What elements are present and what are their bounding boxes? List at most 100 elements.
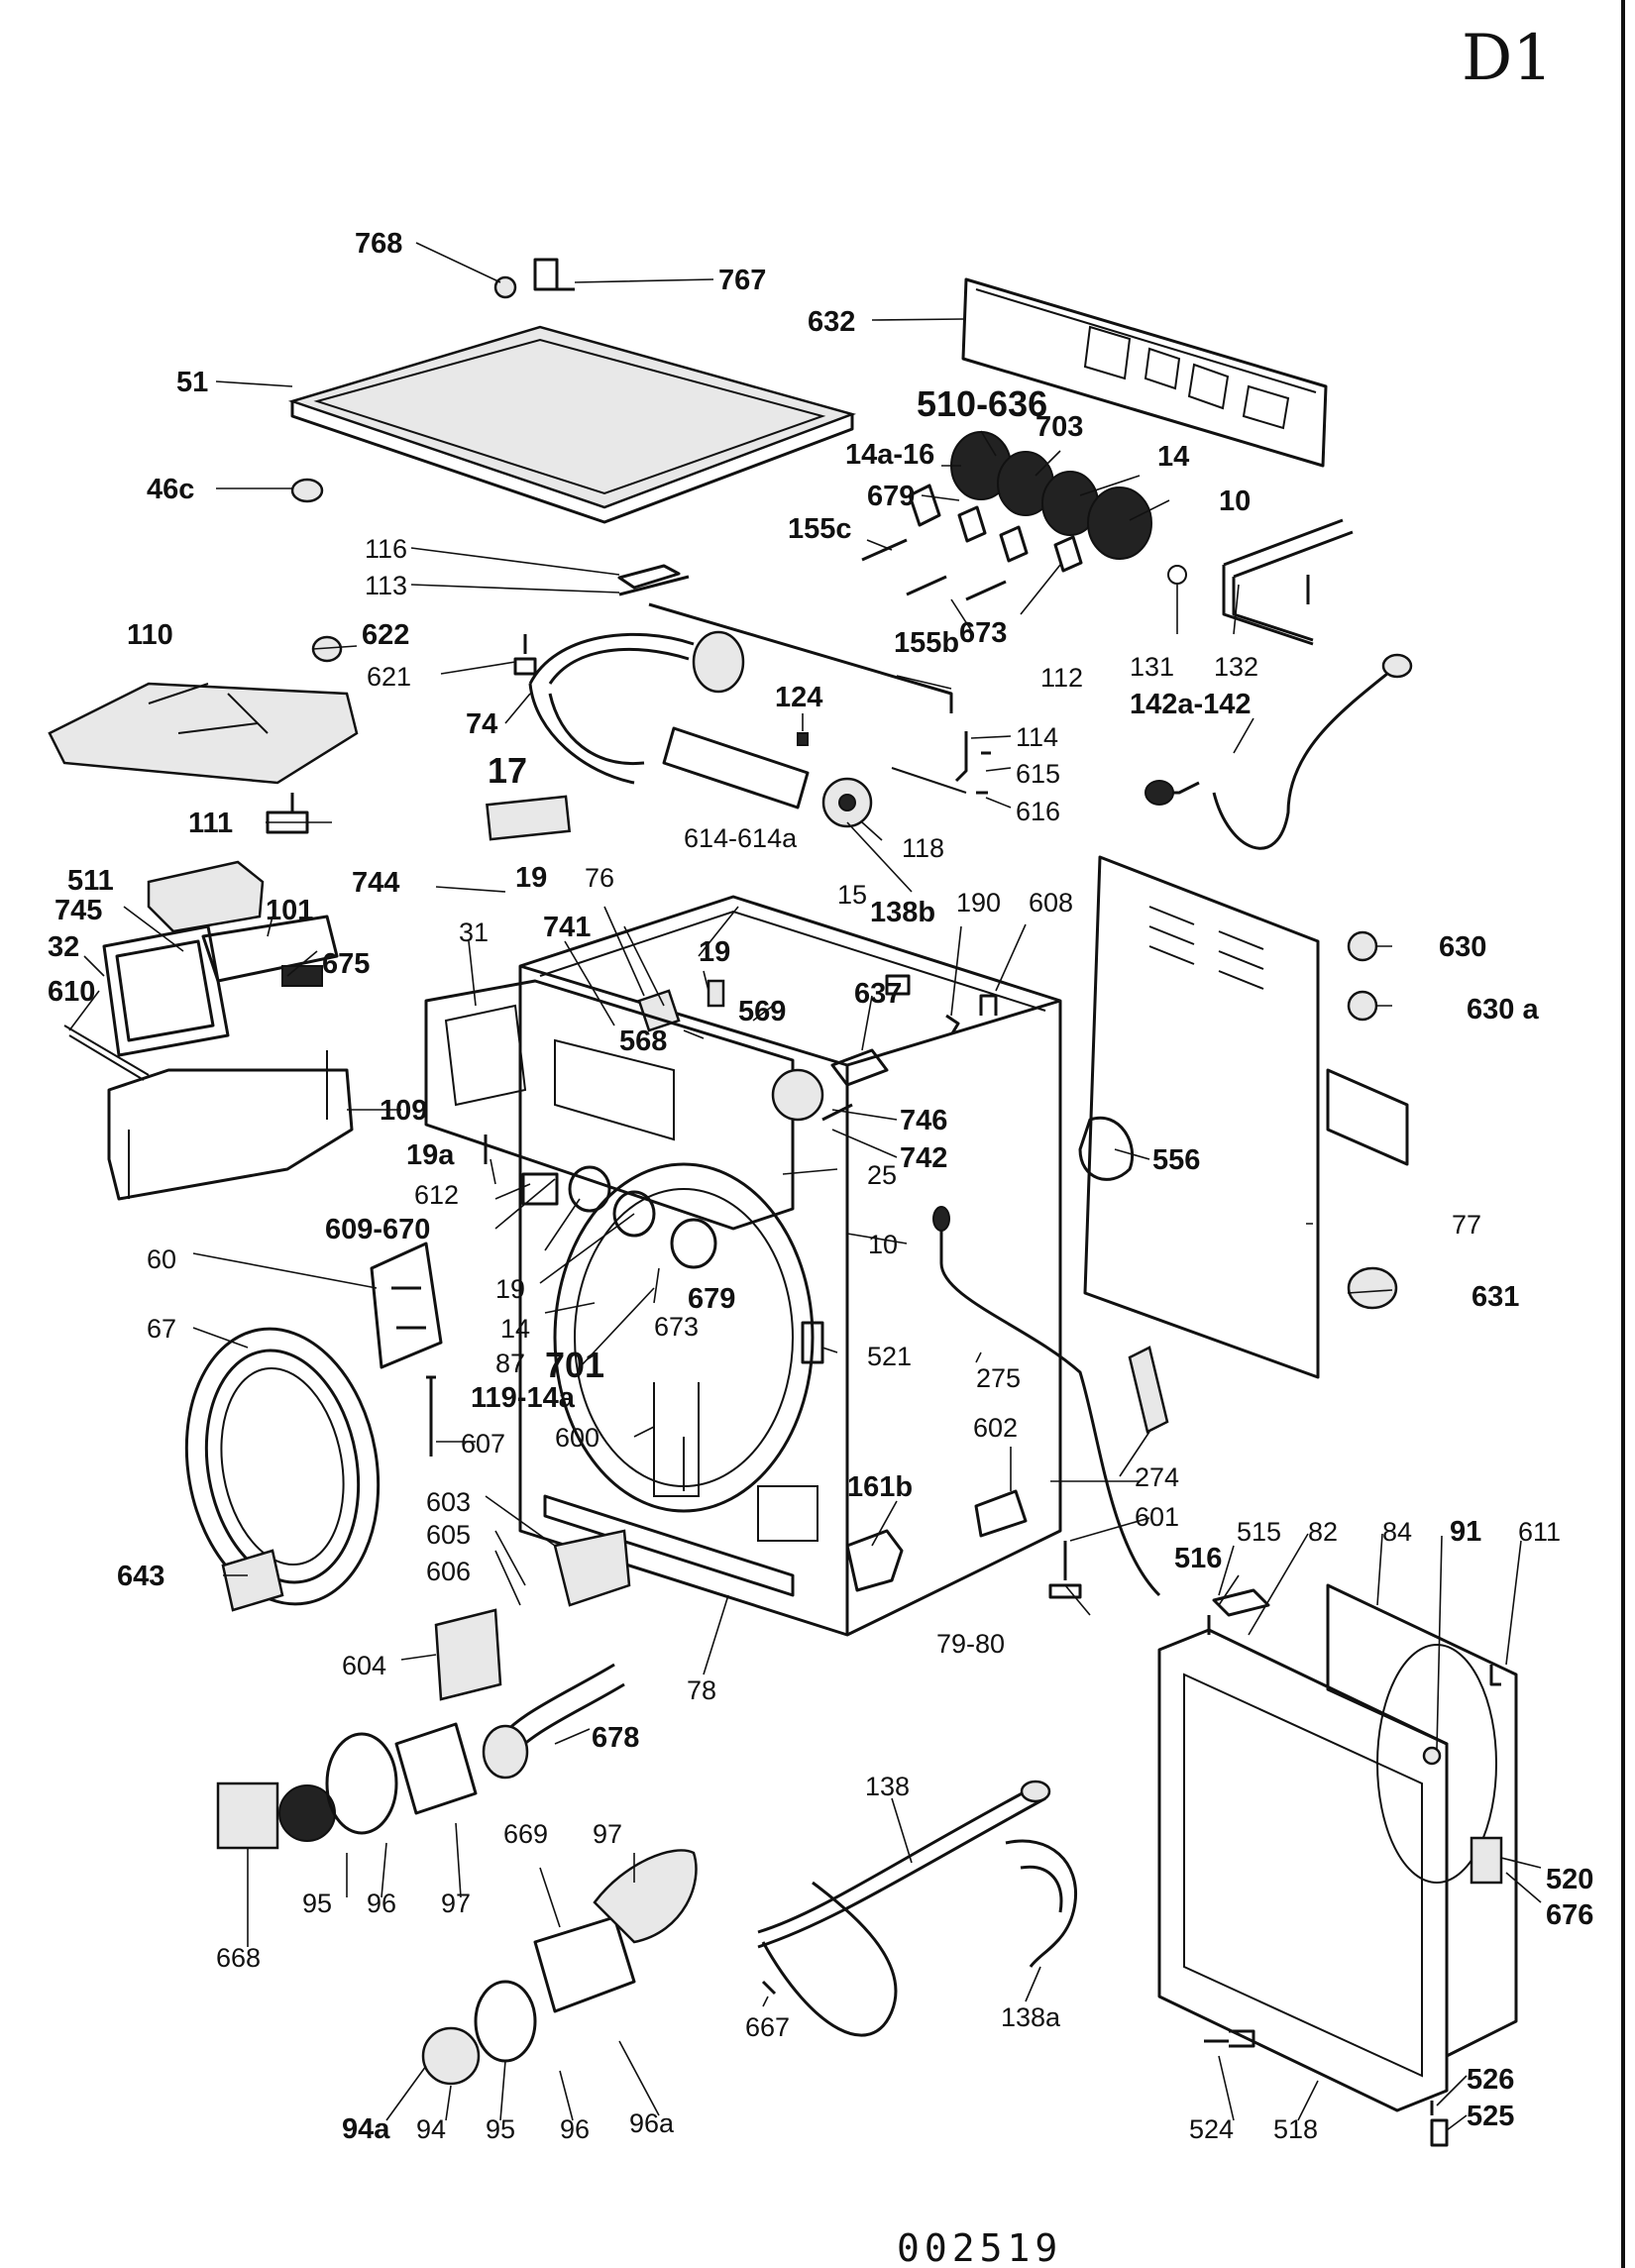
label-25: 25 xyxy=(867,1160,897,1190)
label-637: 637 xyxy=(854,978,902,1010)
part-118-spring xyxy=(891,767,967,794)
part-614-bracket xyxy=(662,726,810,810)
label-602: 602 xyxy=(973,1413,1018,1443)
part-275-274-hoses xyxy=(932,1206,1169,1597)
part-524-hinge-pin xyxy=(1204,2029,1255,2048)
part-32-drawer xyxy=(102,924,230,1057)
label-14: 14 xyxy=(1157,441,1189,473)
part-78-strip xyxy=(543,1494,795,1597)
part-116-113-latch xyxy=(617,564,690,596)
label-19b: 19 xyxy=(699,936,730,968)
label-95: 95 xyxy=(302,1889,332,1918)
part-51-top-lid xyxy=(287,325,857,524)
label-155b: 155b xyxy=(894,627,959,659)
part-511-drawer-cap xyxy=(147,860,265,933)
part-607-rod xyxy=(426,1375,436,1457)
part-pump-lower xyxy=(421,1849,698,2086)
label-604: 604 xyxy=(342,1651,386,1680)
part-602-bracket xyxy=(974,1489,1028,1538)
label-569: 569 xyxy=(738,996,786,1027)
label-10: 10 xyxy=(1219,486,1251,517)
label-511: 511 xyxy=(67,865,114,897)
label-96b: 96 xyxy=(560,2114,590,2144)
part-643-lock-cover xyxy=(221,1549,284,1612)
label-19a: 19a xyxy=(406,1139,455,1171)
part-746-742-knob xyxy=(771,1068,853,1122)
label-767: 767 xyxy=(718,265,766,296)
part-138a-hose-bend xyxy=(1005,1839,1078,1968)
label-518: 518 xyxy=(1273,2114,1318,2144)
label-77: 77 xyxy=(1452,1210,1481,1240)
label-525: 525 xyxy=(1467,2101,1514,2132)
part-515-516-hinge xyxy=(1207,1588,1270,1635)
label-600: 600 xyxy=(555,1423,600,1453)
part-621-clip xyxy=(513,634,537,676)
label-138a: 138a xyxy=(1001,2002,1061,2032)
label-632: 632 xyxy=(808,306,855,338)
label-516: 516 xyxy=(1174,1543,1222,1574)
part-131-132-hoses xyxy=(1167,518,1354,646)
label-94: 94 xyxy=(416,2114,446,2144)
label-116: 116 xyxy=(365,534,407,564)
part-67-door-ring xyxy=(184,1327,381,1606)
label-510-636: 510-636 xyxy=(917,383,1047,424)
part-190-sensor xyxy=(945,1014,960,1034)
label-667: 667 xyxy=(745,2012,790,2042)
part-82-door-frame xyxy=(1157,1628,1449,2112)
label-51: 51 xyxy=(176,367,208,398)
label-630: 630 xyxy=(1439,931,1486,963)
part-77-back-panel xyxy=(1078,855,1320,1379)
label-621: 621 xyxy=(367,662,411,692)
label-131: 131 xyxy=(1130,652,1174,682)
label-616: 616 xyxy=(1016,797,1060,826)
label-673: 673 xyxy=(959,617,1007,649)
label-155c: 155c xyxy=(788,513,852,545)
label-742: 742 xyxy=(900,1142,947,1174)
label-605: 605 xyxy=(426,1520,471,1550)
part-520-676-latch xyxy=(1470,1836,1503,1885)
label-526: 526 xyxy=(1467,2064,1514,2096)
label-611: 611 xyxy=(1518,1517,1561,1547)
label-138: 138 xyxy=(865,1772,910,1801)
part-603-filter-housing xyxy=(553,1529,631,1607)
label-94a: 94a xyxy=(342,2113,390,2145)
label-14a-16: 14a-16 xyxy=(845,439,934,471)
part-521-lock xyxy=(801,1321,824,1364)
label-744: 744 xyxy=(352,867,399,899)
label-676: 676 xyxy=(1546,1899,1593,1931)
label-515: 515 xyxy=(1237,1517,1281,1547)
label-745: 745 xyxy=(54,895,102,926)
label-679b: 679 xyxy=(688,1283,735,1315)
label-110: 110 xyxy=(127,619,173,651)
label-601: 601 xyxy=(1135,1502,1179,1532)
label-101: 101 xyxy=(266,895,313,926)
label-60: 60 xyxy=(147,1244,176,1274)
part-60-hinge xyxy=(370,1242,443,1369)
part-630-cap xyxy=(1347,930,1378,1022)
part-91-screw xyxy=(1422,1746,1442,1766)
part-142-inlet-hose xyxy=(1144,653,1413,850)
label-15: 15 xyxy=(837,880,867,910)
label-114: 114 xyxy=(1016,722,1058,752)
label-521: 521 xyxy=(867,1342,912,1371)
part-632-control-panel-back xyxy=(961,277,1328,468)
label-10b: 10 xyxy=(868,1230,898,1259)
label-112: 112 xyxy=(1040,663,1083,693)
label-96a: 96a xyxy=(629,2108,675,2138)
part-knobs-assembly xyxy=(908,431,1152,573)
leader-lines xyxy=(68,242,1542,2131)
label-622: 622 xyxy=(362,619,409,651)
label-678: 678 xyxy=(592,1722,639,1754)
label-669: 669 xyxy=(503,1819,548,1849)
part-31-front-panel xyxy=(424,979,795,1231)
part-bracket-right xyxy=(1326,1068,1409,1166)
part-631-button xyxy=(1347,1266,1398,1310)
part-110-dispenser-top xyxy=(48,682,359,785)
label-79-80: 79-80 xyxy=(936,1629,1005,1659)
part-17-label xyxy=(486,795,572,841)
label-82: 82 xyxy=(1308,1517,1338,1547)
label-568: 568 xyxy=(619,1026,667,1057)
label-643: 643 xyxy=(117,1561,164,1592)
label-67: 67 xyxy=(147,1314,176,1344)
label-274: 274 xyxy=(1135,1462,1179,1492)
